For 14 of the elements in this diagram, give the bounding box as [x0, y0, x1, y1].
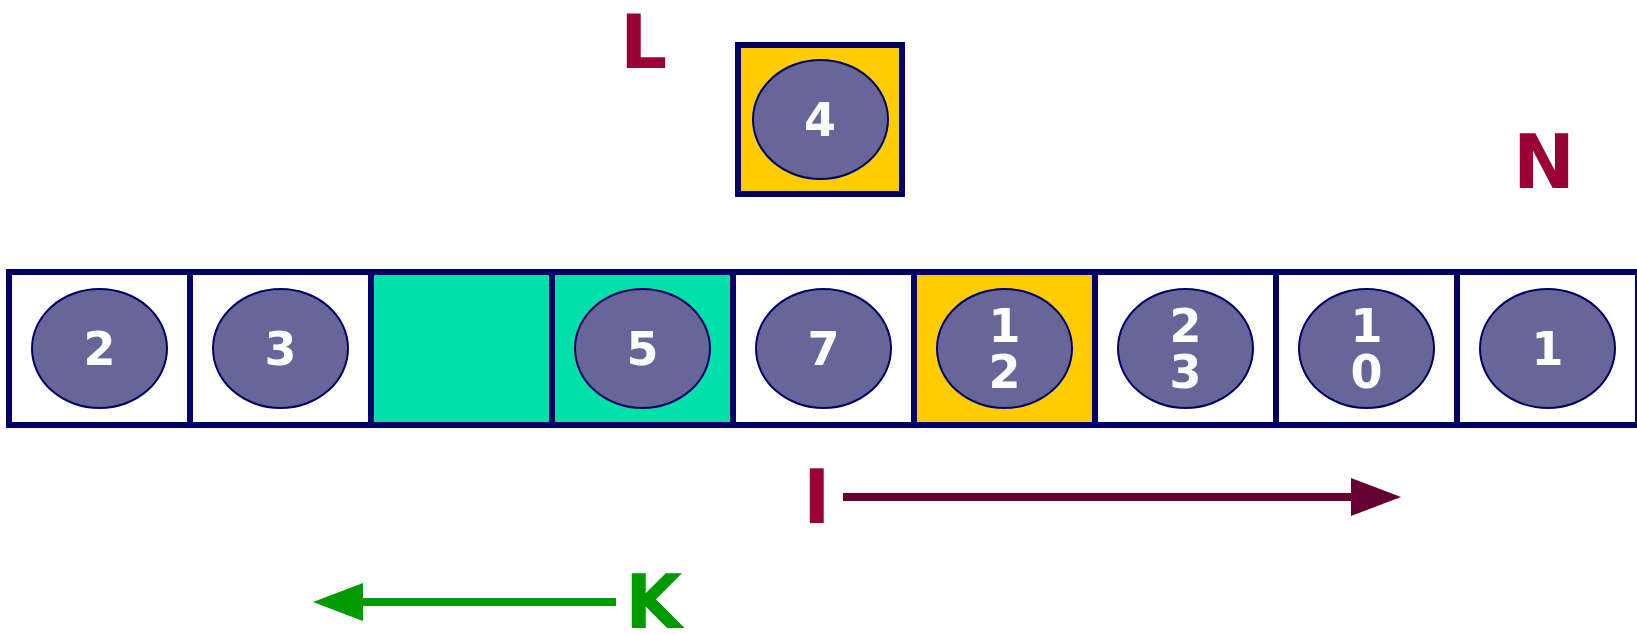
number-circle: 1	[1479, 288, 1616, 409]
number-circle: 5	[574, 288, 711, 409]
letter-label: I	[803, 460, 831, 534]
number-circle: 2	[31, 288, 168, 409]
letter-label: K	[625, 565, 683, 634]
array-cell	[735, 42, 905, 197]
number-circle: 3	[212, 288, 349, 409]
number-circle: 4	[751, 59, 889, 180]
number-circle: 10	[1298, 288, 1435, 409]
number-circle: 7	[755, 288, 892, 409]
number-circle: 12	[936, 288, 1073, 409]
letter-label: N	[1513, 125, 1575, 199]
letter-label: L	[620, 5, 668, 79]
number-circle: 23	[1117, 288, 1254, 409]
